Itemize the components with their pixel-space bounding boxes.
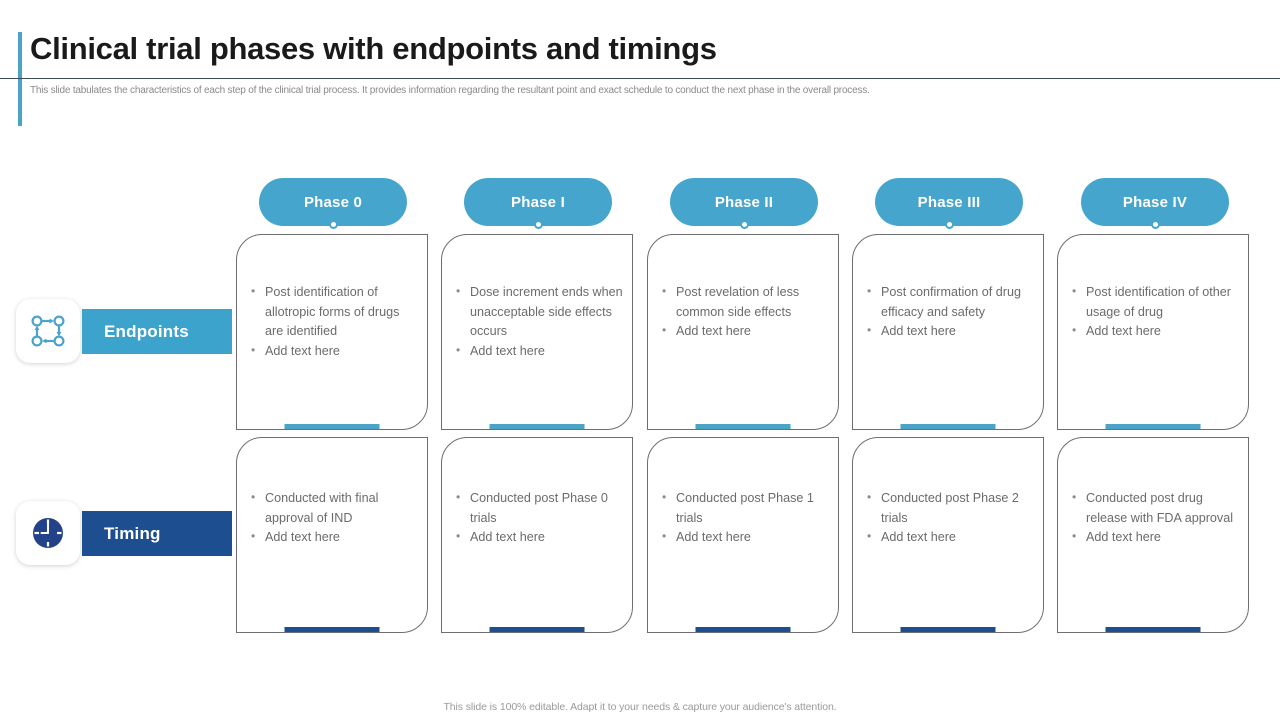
card-bullet: Add text here xyxy=(450,341,626,362)
card-bullet: Add text here xyxy=(1066,527,1242,548)
card-bullet-list: Post identification of other usage of dr… xyxy=(1066,282,1242,342)
card-bullet: Conducted with final approval of IND xyxy=(245,488,421,528)
card-bullet: Post identification of other usage of dr… xyxy=(1066,282,1242,322)
card-bullet-list: Post identification of allotropic forms … xyxy=(245,282,421,362)
phase-pill-0[interactable]: Phase 0 xyxy=(259,178,407,226)
card-endpoints-2[interactable]: Post revelation of less common side effe… xyxy=(647,234,839,430)
card-endpoints-1[interactable]: Dose increment ends when unacceptable si… xyxy=(441,234,633,430)
phase-connector-dot-3 xyxy=(944,220,954,229)
phase-pill-2[interactable]: Phase II xyxy=(670,178,818,226)
timing-icon-box xyxy=(16,501,80,565)
card-bullet: Add text here xyxy=(1066,321,1242,342)
header-divider xyxy=(0,78,1280,79)
card-timing-4[interactable]: Conducted post drug release with FDA app… xyxy=(1057,437,1249,633)
card-endpoints-4[interactable]: Post identification of other usage of dr… xyxy=(1057,234,1249,430)
card-bullet: Conducted post Phase 2 trials xyxy=(861,488,1037,528)
card-timing-1[interactable]: Conducted post Phase 0 trialsAdd text he… xyxy=(441,437,633,633)
card-bullet: Add text here xyxy=(450,527,626,548)
card-bullet-list: Conducted post Phase 0 trialsAdd text he… xyxy=(450,488,626,548)
card-bullet: Add text here xyxy=(861,321,1037,342)
card-bullet: Conducted post Phase 0 trials xyxy=(450,488,626,528)
card-underline xyxy=(489,424,585,429)
card-underline xyxy=(695,627,791,632)
card-underline xyxy=(489,627,585,632)
card-underline xyxy=(900,627,996,632)
card-underline xyxy=(284,627,380,632)
card-bullet: Add text here xyxy=(245,341,421,362)
card-bullet-list: Conducted post Phase 2 trialsAdd text he… xyxy=(861,488,1037,548)
card-bullet: Conducted post drug release with FDA app… xyxy=(1066,488,1242,528)
phase-connector-dot-4 xyxy=(1150,220,1160,229)
card-bullet: Dose increment ends when unacceptable si… xyxy=(450,282,626,342)
phase-connector-dot-0 xyxy=(328,220,338,229)
footer-note: This slide is 100% editable. Adapt it to… xyxy=(443,701,837,713)
card-bullet-list: Post revelation of less common side effe… xyxy=(656,282,832,342)
card-bullet-list: Conducted with final approval of INDAdd … xyxy=(245,488,421,548)
slide-header: Clinical trial phases with endpoints and… xyxy=(0,0,1280,130)
card-timing-3[interactable]: Conducted post Phase 2 trialsAdd text he… xyxy=(852,437,1044,633)
phase-pill-4[interactable]: Phase IV xyxy=(1081,178,1229,226)
row-label-endpoints: Endpoints xyxy=(82,309,232,354)
card-bullet: Add text here xyxy=(245,527,421,548)
card-underline xyxy=(695,424,791,429)
card-underline xyxy=(284,424,380,429)
phase-pill-1[interactable]: Phase I xyxy=(464,178,612,226)
phase-connector-dot-1 xyxy=(533,220,543,229)
page-title: Clinical trial phases with endpoints and… xyxy=(30,31,717,66)
card-bullet-list: Conducted post Phase 1 trialsAdd text he… xyxy=(656,488,832,548)
card-bullet-list: Dose increment ends when unacceptable si… xyxy=(450,282,626,362)
workflow-nodes-icon xyxy=(31,315,65,347)
card-underline xyxy=(1105,424,1201,429)
card-timing-0[interactable]: Conducted with final approval of INDAdd … xyxy=(236,437,428,633)
card-bullet-list: Conducted post drug release with FDA app… xyxy=(1066,488,1242,548)
card-bullet-list: Post confirmation of drug efficacy and s… xyxy=(861,282,1037,342)
card-bullet: Post identification of allotropic forms … xyxy=(245,282,421,342)
card-timing-2[interactable]: Conducted post Phase 1 trialsAdd text he… xyxy=(647,437,839,633)
card-bullet: Conducted post Phase 1 trials xyxy=(656,488,832,528)
phase-pill-3[interactable]: Phase III xyxy=(875,178,1023,226)
phase-connector-dot-2 xyxy=(739,220,749,229)
card-endpoints-3[interactable]: Post confirmation of drug efficacy and s… xyxy=(852,234,1044,430)
card-bullet: Add text here xyxy=(861,527,1037,548)
card-bullet: Post confirmation of drug efficacy and s… xyxy=(861,282,1037,322)
card-underline xyxy=(900,424,996,429)
card-bullet: Post revelation of less common side effe… xyxy=(656,282,832,322)
clock-icon xyxy=(33,518,63,548)
row-label-timing: Timing xyxy=(82,511,232,556)
endpoints-icon-box xyxy=(16,299,80,363)
page-subtitle: This slide tabulates the characteristics… xyxy=(30,85,870,96)
header-accent-bar xyxy=(18,32,22,126)
card-bullet: Add text here xyxy=(656,321,832,342)
card-endpoints-0[interactable]: Post identification of allotropic forms … xyxy=(236,234,428,430)
card-underline xyxy=(1105,627,1201,632)
card-bullet: Add text here xyxy=(656,527,832,548)
